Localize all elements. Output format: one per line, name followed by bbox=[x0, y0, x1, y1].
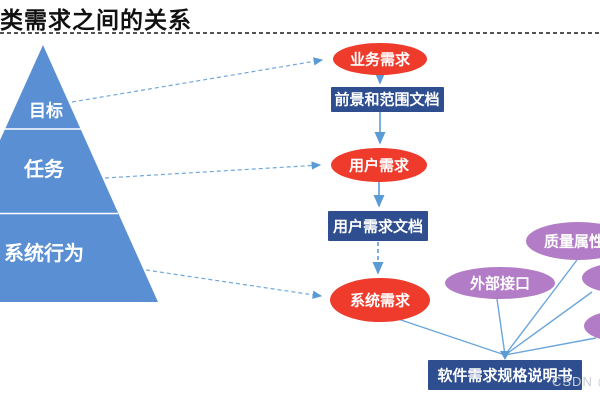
pyramid: 目标 任务 系统行为 bbox=[0, 45, 158, 302]
system-req-node: 系统需求 bbox=[330, 278, 430, 322]
dashed-connector-task-to-user-req bbox=[104, 161, 322, 179]
pyramid-level-system-behavior-label: 系统行为 bbox=[4, 241, 84, 265]
line-external-interface-to-srs bbox=[496, 298, 506, 356]
line-quality-attribute-to-srs bbox=[504, 259, 578, 356]
pyramid-level-task-label: 任务 bbox=[23, 157, 65, 181]
user-req-ellipse bbox=[331, 148, 427, 182]
vision-scope-doc-node: 前景和范围文档 bbox=[331, 87, 444, 112]
line-system-req-to-srs bbox=[397, 318, 506, 356]
line-hidden-ellipse-1-to-srs bbox=[504, 291, 593, 356]
srs-box bbox=[428, 360, 582, 390]
quality-attribute-ellipse bbox=[526, 222, 600, 260]
vision-scope-doc-label: 前景和范围文档 bbox=[334, 91, 439, 109]
dashed-connector-behavior-to-system-req bbox=[145, 269, 323, 299]
user-req-doc-node: 用户需求文档 bbox=[328, 211, 428, 241]
business-req-ellipse bbox=[333, 43, 427, 75]
user-req-doc-box bbox=[328, 211, 428, 241]
srs-arrowhead-icon bbox=[500, 351, 510, 360]
page-title: 类需求之间的关系 bbox=[0, 7, 192, 33]
srs-label: 软件需求规格说明书 bbox=[437, 367, 572, 385]
business-req-label: 业务需求 bbox=[350, 51, 411, 69]
system-req-label: 系统需求 bbox=[350, 292, 411, 310]
quality-attribute-label: 质量属性 bbox=[544, 233, 600, 251]
dashed-connector-goal-to-business-req bbox=[71, 57, 324, 103]
pyramid-shape bbox=[0, 45, 158, 302]
hidden-attribute-ellipse-2 bbox=[584, 313, 600, 339]
external-interface-ellipse bbox=[445, 267, 555, 299]
business-req-node: 业务需求 bbox=[333, 43, 427, 75]
line-hidden-ellipse-2-to-srs bbox=[504, 337, 597, 356]
external-interface-node: 外部接口 bbox=[445, 267, 555, 299]
pyramid-level-goal-label: 目标 bbox=[29, 101, 63, 121]
csdn-watermark: CSDN @ bbox=[552, 374, 600, 389]
system-req-ellipse bbox=[330, 278, 430, 322]
user-req-doc-label: 用户需求文档 bbox=[333, 218, 423, 236]
srs-node: 软件需求规格说明书 bbox=[428, 360, 582, 390]
user-req-node: 用户需求 bbox=[331, 148, 427, 182]
external-interface-label: 外部接口 bbox=[469, 275, 530, 293]
user-req-label: 用户需求 bbox=[349, 157, 410, 175]
quality-attribute-node: 质量属性 bbox=[526, 222, 600, 260]
vision-scope-doc-box bbox=[331, 87, 444, 112]
hidden-attribute-ellipse-1 bbox=[582, 265, 600, 291]
